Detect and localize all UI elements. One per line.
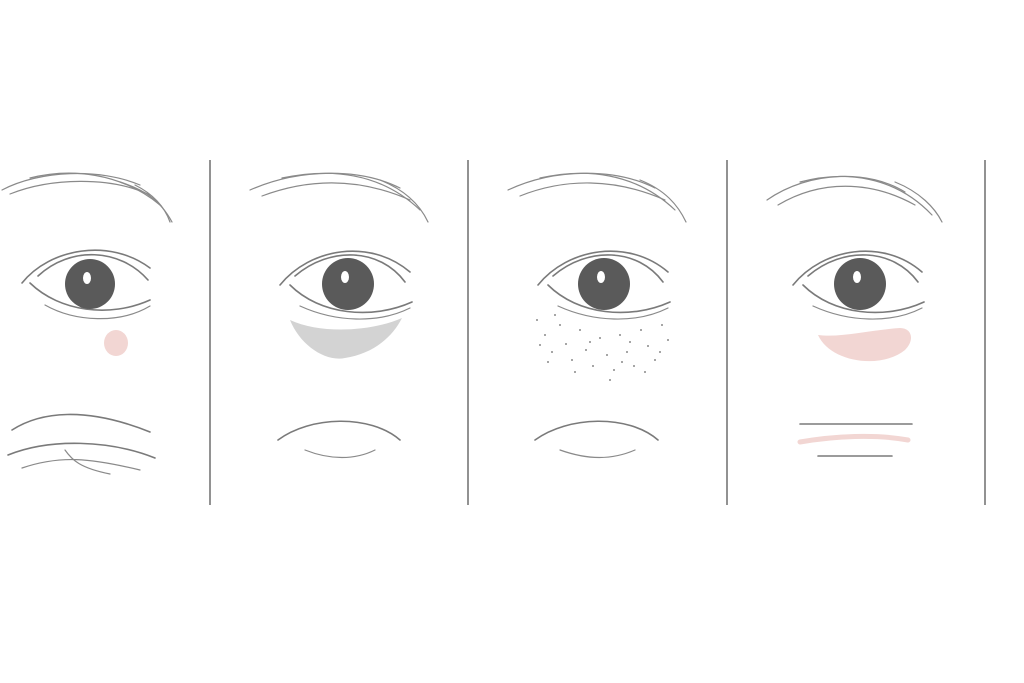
eyebrow: [766, 175, 943, 223]
iris: [834, 258, 886, 310]
eyebrow: [1, 172, 173, 223]
under-eye-redness: [818, 328, 912, 362]
panel-2: [249, 172, 429, 459]
panel-1: [1, 172, 173, 475]
eye: [279, 250, 413, 320]
pupil-highlight: [341, 271, 349, 283]
lip-wrinkles: [7, 413, 156, 475]
freckle-dots: [536, 314, 669, 381]
eye: [21, 249, 151, 320]
panel-3: [507, 172, 687, 459]
pupil-highlight: [853, 271, 861, 283]
eyebrow: [249, 172, 429, 223]
eyebrow: [507, 172, 687, 223]
mouth: [534, 420, 659, 459]
iris: [322, 258, 374, 310]
mouth: [277, 420, 401, 459]
iris: [65, 259, 115, 309]
eye: [792, 250, 925, 320]
under-eye-shadow: [290, 318, 402, 359]
pupil-highlight: [83, 272, 91, 284]
panel-4: [766, 175, 943, 457]
eye: [537, 250, 671, 320]
iris: [578, 258, 630, 310]
pupil-highlight: [597, 271, 605, 283]
blush-spot: [104, 330, 128, 356]
mouth: [797, 423, 913, 457]
